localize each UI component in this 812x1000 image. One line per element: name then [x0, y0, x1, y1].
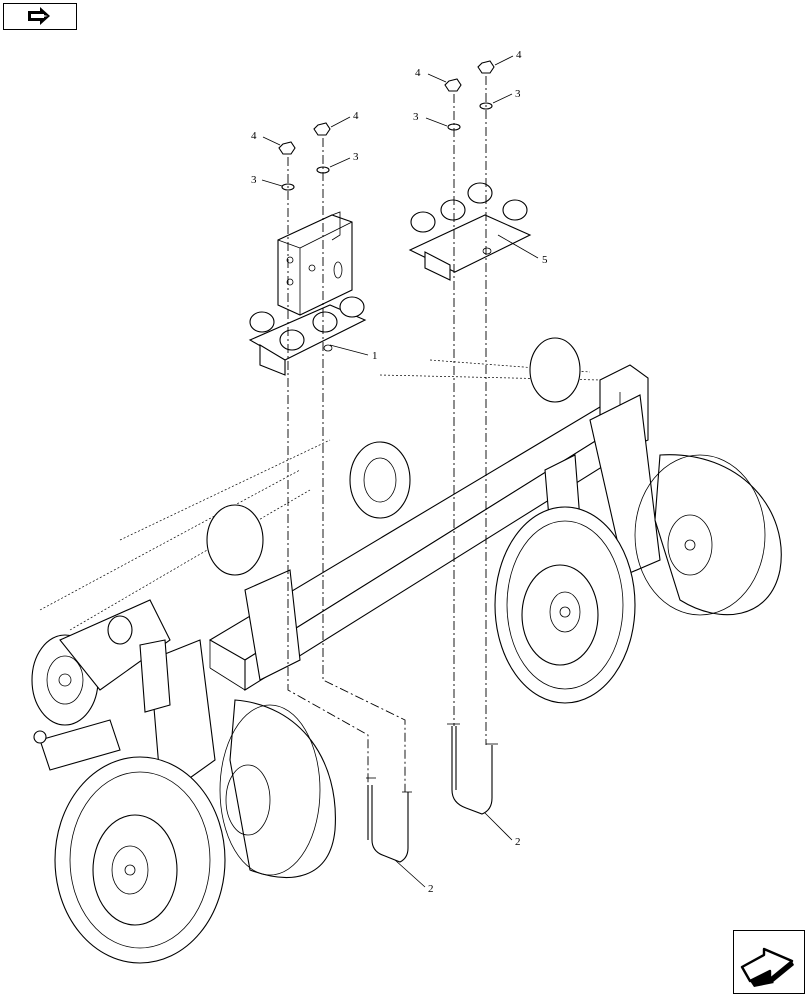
mounting-bracket-1 [248, 211, 367, 376]
page-back-arrow-icon [28, 7, 50, 25]
u-bolt-left [366, 777, 412, 863]
callout-1: 1 [372, 350, 378, 362]
previous-page-button[interactable] [3, 3, 77, 30]
clamp-bracket-5 [408, 182, 532, 281]
callout-3-d: 3 [515, 88, 521, 100]
callout-2-left: 2 [428, 883, 434, 895]
assembly-center-lines [287, 76, 487, 792]
next-page-button[interactable] [733, 930, 805, 994]
callout-4-d: 4 [516, 49, 522, 61]
callout-3-c: 3 [413, 111, 419, 123]
callout-4-b: 4 [353, 110, 359, 122]
u-bolt-right [447, 723, 498, 815]
callout-3-a: 3 [251, 174, 257, 186]
axle-frame-assembly [31, 337, 782, 964]
callout-4-c: 4 [415, 67, 421, 79]
callout-labels: 1 2 2 3 3 3 3 4 4 4 4 5 [251, 49, 548, 895]
fastener-hardware [278, 60, 495, 191]
callout-5: 5 [542, 254, 548, 266]
page-forward-arrow-icon [740, 947, 794, 987]
callout-2-right: 2 [515, 836, 521, 848]
callout-3-b: 3 [353, 151, 359, 163]
callout-4-a: 4 [251, 130, 257, 142]
